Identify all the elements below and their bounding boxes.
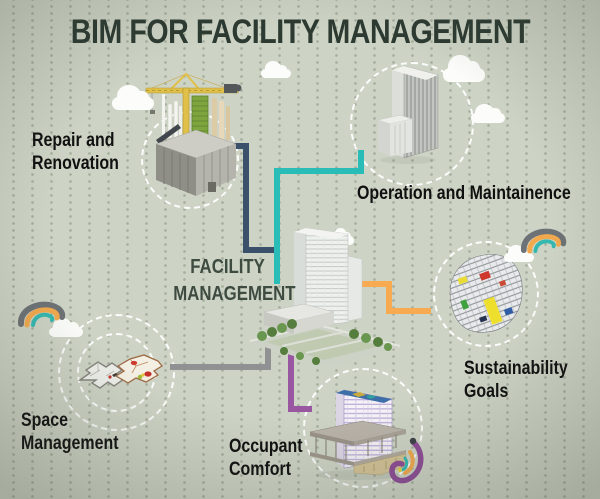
repair-dashed-circle	[141, 111, 239, 209]
operation-tower-illustration	[378, 65, 439, 164]
repair-connector-segment	[243, 247, 280, 253]
sustainability-label: Sustainability Goals	[464, 357, 588, 403]
operation-connector-segment	[274, 168, 364, 174]
sustainability-label-line1: Sustainability	[464, 358, 568, 379]
purple-swirl-icon	[389, 437, 424, 484]
rainbow-swoosh-icon	[520, 228, 567, 254]
operation-connector-segment	[274, 168, 280, 284]
repair-connector-segment	[232, 143, 249, 149]
facility-label-line1: FACILITY	[190, 256, 265, 278]
facility-building-illustration	[248, 227, 403, 367]
repair-connector-segment	[243, 143, 249, 253]
operation-label: Operation and Maintainence	[357, 182, 600, 205]
repair-label-line1: Repair and	[32, 130, 115, 151]
space-label-line2: Management	[21, 433, 119, 454]
operation-connector-segment	[358, 150, 364, 174]
cloud-icon	[471, 103, 505, 123]
rainbow-swoosh-icon	[18, 301, 66, 328]
floor-plans-illustration	[77, 354, 163, 389]
repair-label-line2: Renovation	[32, 153, 119, 174]
operation-dashed-circle	[350, 62, 474, 186]
occupant-connector-segment	[288, 406, 312, 412]
facility-management-label: FACILITY MANAGEMENT	[150, 254, 295, 308]
sustainability-connector-segment	[386, 281, 392, 314]
space-connector-segment	[265, 346, 271, 370]
sustainability-connector-segment	[336, 281, 392, 287]
sustainability-dashed-circle	[433, 241, 539, 347]
cloud-icon	[49, 317, 83, 337]
trees	[257, 319, 392, 365]
occupant-label-line2: Comfort	[229, 459, 292, 480]
cloud-icon	[261, 60, 291, 78]
space-outer-dashed-circle	[58, 314, 175, 431]
facility-label-line2: MANAGEMENT	[173, 283, 296, 305]
occupant-label-line1: Occupant	[229, 436, 303, 457]
occupant-dashed-circle	[303, 368, 423, 488]
sustainability-connector-segment	[386, 308, 431, 314]
sustainability-label-line2: Goals	[464, 381, 509, 402]
page-title: BIM FOR FACILITY MANAGEMENT	[0, 13, 600, 52]
cloud-icon	[112, 85, 154, 110]
construction-crane-illustration	[145, 72, 242, 196]
space-connector-segment	[170, 364, 271, 370]
sustainability-facade-illustration	[449, 254, 523, 333]
occupant-connector-segment	[288, 352, 294, 412]
operation-label-text: Operation and Maintainence	[357, 183, 571, 204]
repair-label: Repair and Renovation	[32, 129, 135, 175]
space-label: Space Management	[21, 409, 137, 455]
page-title-text: BIM FOR FACILITY MANAGEMENT	[70, 13, 530, 51]
space-label-line1: Space	[21, 410, 69, 431]
occupant-label: Occupant Comfort	[229, 435, 317, 481]
cloud-icon	[443, 55, 485, 82]
cloud-icon	[504, 244, 534, 262]
